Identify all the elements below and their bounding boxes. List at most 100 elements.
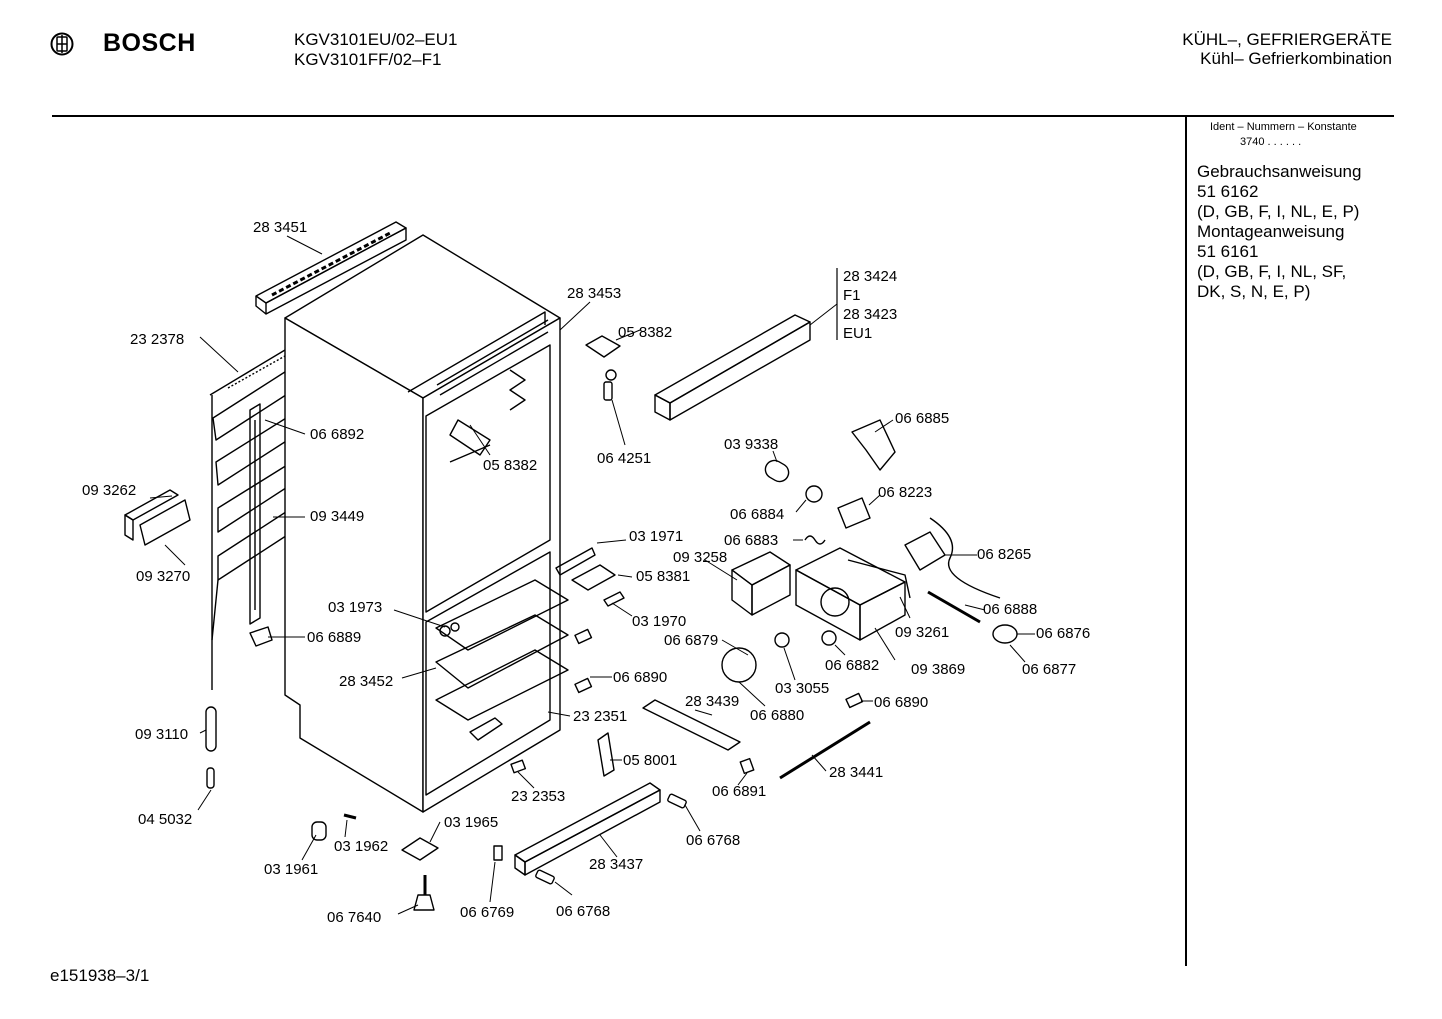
part-label: 03 1965 — [444, 814, 498, 831]
lamp-drawing — [821, 630, 837, 646]
washer-drawing — [605, 369, 617, 381]
cap-drawing — [439, 625, 451, 637]
screw-drawing — [667, 793, 687, 809]
part-label: 06 6890 — [613, 669, 667, 686]
thermostat-tube-drawing — [205, 706, 217, 789]
switch-box-drawing — [124, 489, 191, 546]
heater-drawing — [927, 590, 981, 624]
part-label: 23 2353 — [511, 788, 565, 805]
category-title: KÜHL–, GEFRIERGERÄTE — [1182, 30, 1392, 49]
door-hinge-drawing — [401, 837, 439, 861]
part-label: 06 8265 — [977, 546, 1031, 563]
rod-drawing — [779, 720, 871, 780]
relay-drawing — [904, 531, 946, 571]
part-label: 09 3869 — [911, 661, 965, 678]
base-rail-drawing — [514, 782, 661, 876]
part-label: 06 6885 — [895, 410, 949, 427]
part-label: 23 2378 — [130, 331, 184, 348]
coil-drawing — [992, 624, 1018, 644]
lamp-ring-drawing — [805, 485, 823, 503]
part-label: 03 1962 — [334, 838, 388, 855]
part-label: 06 7640 — [327, 909, 381, 926]
pin-drawing — [343, 813, 357, 820]
foot-drawing — [311, 821, 327, 841]
switch-drawing — [837, 497, 871, 529]
clip-drawing — [249, 626, 273, 647]
part-label: 06 6768 — [556, 903, 610, 920]
part-label: 28 3437 — [589, 856, 643, 873]
part-label: 06 6883 — [724, 532, 778, 549]
shelves-drawing — [435, 579, 569, 741]
cover-plate-drawing — [642, 699, 741, 751]
bracket-drawing — [585, 335, 621, 358]
part-label: 06 8223 — [878, 484, 932, 501]
part-label: 03 1971 — [629, 528, 683, 545]
part-label: 05 8381 — [636, 568, 690, 585]
clip-drawing — [739, 757, 755, 775]
clip-drawing — [845, 692, 864, 709]
lever-drawing — [847, 559, 911, 599]
part-label: 03 3055 — [775, 680, 829, 697]
part-label: 09 3270 — [136, 568, 190, 585]
part-label: 06 6880 — [750, 707, 804, 724]
cable-drawing — [929, 517, 1001, 599]
control-housing-drawing — [731, 547, 906, 641]
bracket-drawing — [597, 732, 615, 777]
bulb-drawing — [764, 459, 790, 483]
variant-label: EU1 — [843, 325, 872, 342]
part-label: 23 2351 — [573, 708, 627, 725]
bracket-drawing — [555, 547, 596, 576]
part-label: 06 6889 — [307, 629, 361, 646]
part-label: 06 6879 — [664, 632, 718, 649]
part-label: 05 8382 — [483, 457, 537, 474]
leader-lines — [149, 235, 1035, 915]
spring-drawing — [804, 535, 826, 545]
part-label: 06 6890 — [874, 694, 928, 711]
knob-drawing — [774, 632, 790, 648]
part-label: 06 6884 — [730, 506, 784, 523]
part-label: 06 6876 — [1036, 625, 1090, 642]
drawing-code: e151938–3/1 — [50, 966, 150, 985]
part-label: 28 3439 — [685, 693, 739, 710]
clip-drawing — [493, 845, 503, 861]
category-subtitle: Kühl– Gefrierkombination — [1200, 49, 1392, 68]
brand-name: BOSCH — [103, 29, 196, 57]
clip-drawing — [574, 628, 593, 645]
part-label: 06 6891 — [712, 783, 766, 800]
switch-bracket-drawing — [851, 419, 896, 471]
light-channel-drawing — [249, 403, 261, 625]
part-label: 03 1973 — [328, 599, 382, 616]
bosch-logo-icon — [50, 32, 74, 56]
part-label: 06 6892 — [310, 426, 364, 443]
part-label: 28 3441 — [829, 764, 883, 781]
part-label: 28 3452 — [339, 673, 393, 690]
part-label: 09 3261 — [895, 624, 949, 641]
part-label: 06 6769 — [460, 904, 514, 921]
part-label: 03 9338 — [724, 436, 778, 453]
sidebar-divider — [1185, 116, 1187, 966]
variant-label: 28 3423 — [843, 306, 897, 323]
model-number: KGV3101EU/02–EU1 — [294, 30, 458, 49]
part-label: 09 3258 — [673, 549, 727, 566]
screw-drawing — [603, 381, 613, 401]
knob-drawing — [721, 647, 757, 683]
part-label: 06 6888 — [983, 601, 1037, 618]
model-number: KGV3101FF/02–F1 — [294, 50, 442, 69]
part-label: 06 6768 — [686, 832, 740, 849]
part-label: 05 8001 — [623, 752, 677, 769]
manual-references: Gebrauchsanweisung 51 6162 (D, GB, F, I,… — [1197, 162, 1362, 301]
cover-profile-drawing — [654, 314, 811, 421]
header-divider — [52, 115, 1394, 117]
part-label: 03 1970 — [632, 613, 686, 630]
part-label: 06 6882 — [825, 657, 879, 674]
cap-drawing — [450, 622, 460, 632]
screw-drawing — [535, 869, 555, 885]
hinge-pin-drawing — [571, 564, 616, 591]
variant-label: 28 3424 — [843, 268, 897, 285]
variant-label: F1 — [843, 287, 861, 304]
part-label: 28 3453 — [567, 285, 621, 302]
ident-label: Ident – Nummern – Konstante — [1210, 121, 1357, 133]
clip-drawing — [574, 677, 593, 694]
part-label: 06 4251 — [597, 450, 651, 467]
